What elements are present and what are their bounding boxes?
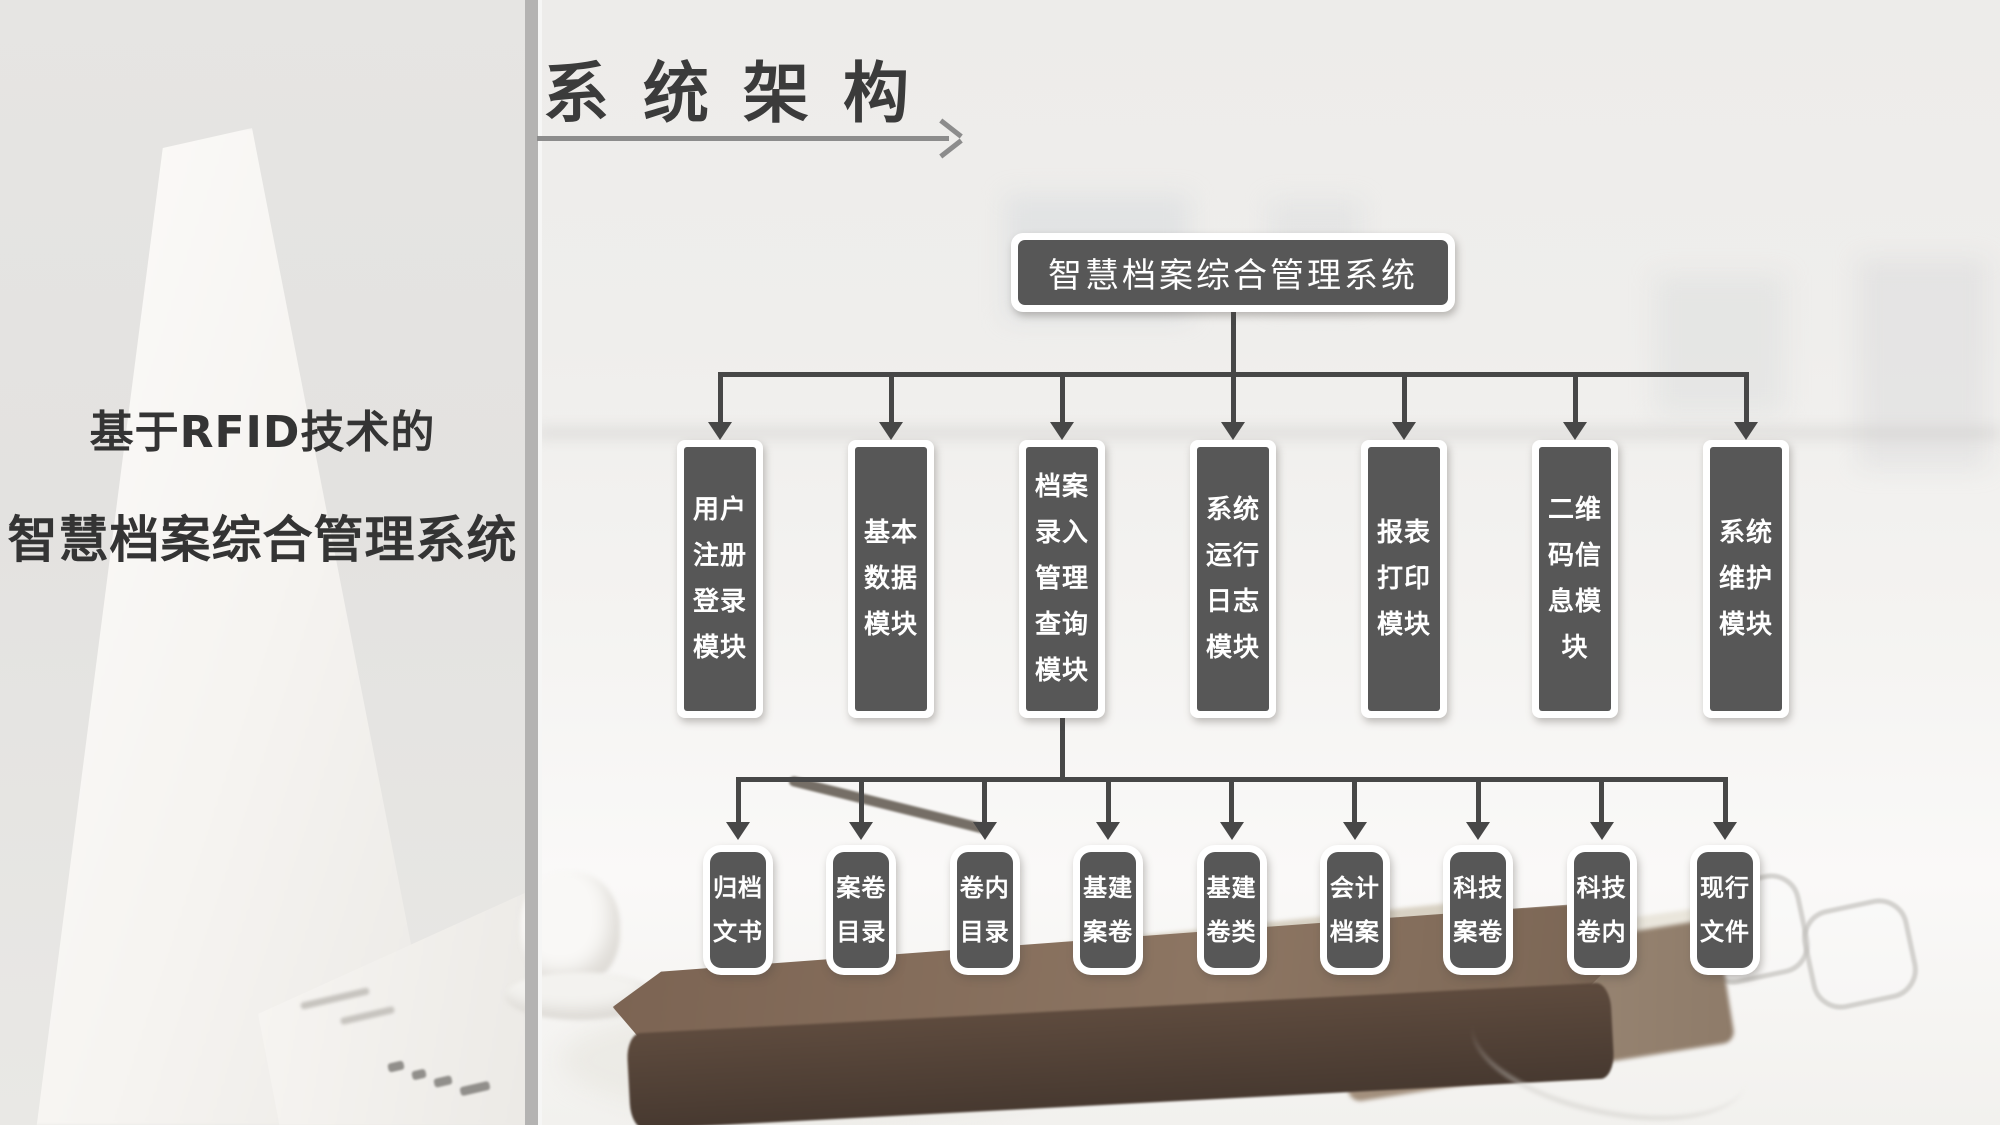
connector-line xyxy=(1229,777,1234,822)
module-label: 系统运行日志模块 xyxy=(1205,495,1260,663)
root-node-label: 智慧档案综合管理系统 xyxy=(1018,240,1448,305)
connector-line xyxy=(735,777,741,822)
module-box-2: 基本数据模块 xyxy=(848,440,934,718)
arrow-down-icon xyxy=(879,422,903,440)
module-label: 档案录入管理查询模块 xyxy=(1034,472,1089,686)
connector-line xyxy=(1599,777,1605,822)
arrow-down-icon xyxy=(972,822,997,840)
arrow-down-icon xyxy=(1221,422,1245,440)
arrow-down-icon xyxy=(849,822,874,840)
module-box-5: 报表打印模块 xyxy=(1361,440,1447,718)
connector-line xyxy=(1230,372,1236,422)
module-label: 用户注册登录模块 xyxy=(692,495,747,663)
submodule-label: 科技案卷 xyxy=(1453,874,1504,946)
module-label: 基本数据模块 xyxy=(863,518,918,640)
submodule-box-4: 基建案卷 xyxy=(1073,845,1144,975)
connector-line xyxy=(1475,777,1481,822)
vertical-divider-highlight xyxy=(538,0,542,1125)
left-caption-line2: 智慧档案综合管理系统 xyxy=(7,511,518,569)
title-underline-arrow xyxy=(537,136,949,141)
arrow-down-icon xyxy=(1734,422,1758,440)
arrow-down-icon xyxy=(708,422,732,440)
submodule-box-3: 卷内目录 xyxy=(949,845,1020,975)
submodule-box-2: 案卷目录 xyxy=(826,845,897,975)
arrow-down-icon xyxy=(1563,422,1587,440)
vertical-divider xyxy=(525,0,538,1125)
module-box-1: 用户注册登录模块 xyxy=(677,440,763,718)
connector-line xyxy=(1572,372,1578,422)
connector-line xyxy=(1059,718,1065,779)
glasses-lens-photo xyxy=(1796,892,1924,1016)
module-box-3: 档案录入管理查询模块 xyxy=(1019,440,1105,718)
arrow-down-icon xyxy=(726,822,750,840)
submodule-label: 会计档案 xyxy=(1329,874,1380,946)
arrow-down-icon xyxy=(1342,822,1367,840)
connector-line xyxy=(717,372,723,422)
submodule-box-7: 科技案卷 xyxy=(1443,845,1514,975)
pen-photo xyxy=(787,775,990,835)
connector-line xyxy=(858,777,864,822)
left-caption: 基于RFID技术的 智慧档案综合管理系统 xyxy=(0,396,525,572)
module-box-4: 系统运行日志模块 xyxy=(1190,440,1276,718)
submodule-box-9: 现行文件 xyxy=(1690,845,1760,975)
submodule-label: 归档文书 xyxy=(713,874,763,946)
connector-line xyxy=(888,372,894,422)
submodule-box-6: 会计档案 xyxy=(1319,845,1390,975)
submodule-box-5: 基建卷类 xyxy=(1196,845,1267,975)
submodule-label: 基建卷类 xyxy=(1206,874,1257,946)
submodule-label: 现行文件 xyxy=(1700,874,1750,946)
module-label: 系统维护模块 xyxy=(1718,518,1773,640)
connector-line xyxy=(982,777,988,822)
connector-line xyxy=(1743,372,1749,422)
module-label: 报表打印模块 xyxy=(1376,518,1431,640)
module-box-7: 系统维护模块 xyxy=(1703,440,1789,718)
arrow-down-icon xyxy=(1392,422,1416,440)
submodule-label: 卷内目录 xyxy=(959,874,1010,946)
module-box-6: 二维码信息模块 xyxy=(1532,440,1618,718)
submodule-label: 基建案卷 xyxy=(1083,874,1134,946)
level2-module-row: 归档文书 案卷目录 卷内目录 基建案卷 基建卷类 会计档案 科技案卷 科技卷内 … xyxy=(703,845,1760,975)
module-label: 二维码信息模块 xyxy=(1547,495,1602,663)
connector-line xyxy=(1722,777,1728,822)
left-photo-panel xyxy=(0,0,525,1125)
connector-line xyxy=(1059,372,1065,422)
submodule-label: 科技卷内 xyxy=(1576,874,1627,946)
connector-line xyxy=(1105,777,1111,822)
blurred-shelf-photo xyxy=(1655,275,1785,415)
section-title: 系统架构 xyxy=(543,55,943,132)
arrow-right-icon xyxy=(939,138,963,159)
desk-edge-photo xyxy=(537,428,2000,438)
left-caption-line1: 基于RFID技术的 xyxy=(89,407,436,458)
arrow-down-icon xyxy=(1219,822,1244,840)
arrow-down-icon xyxy=(1466,822,1491,840)
arrow-down-icon xyxy=(1589,822,1614,840)
blurred-shelf-photo xyxy=(1858,258,1988,468)
connector-line xyxy=(1230,312,1236,374)
arrow-down-icon xyxy=(1713,822,1737,840)
arrow-down-icon xyxy=(1050,422,1074,440)
submodule-box-8: 科技卷内 xyxy=(1566,845,1637,975)
submodule-box-1: 归档文书 xyxy=(703,845,773,975)
root-node-box: 智慧档案综合管理系统 xyxy=(1011,233,1455,312)
connector-line xyxy=(1401,372,1407,422)
submodule-label: 案卷目录 xyxy=(836,874,887,946)
connector-line xyxy=(1352,777,1358,822)
arrow-down-icon xyxy=(1096,822,1121,840)
level1-module-row: 用户注册登录模块 基本数据模块 档案录入管理查询模块 系统运行日志模块 报表打印… xyxy=(677,440,1789,718)
